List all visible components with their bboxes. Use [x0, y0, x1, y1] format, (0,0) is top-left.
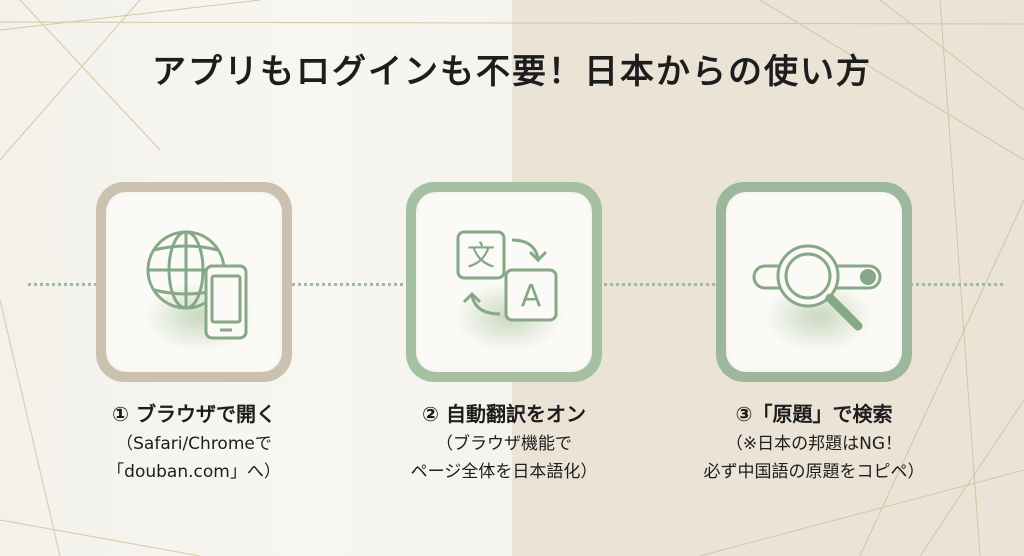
step1-card-inner [106, 192, 282, 372]
step2-text: ② 自動翻訳をオン （ブラウザ機能で ページ全体を日本語化） [344, 398, 664, 486]
step3-text: ③「原題」で検索 （※日本の邦題はNG！ 必ず中国語の原題をコピペ） [654, 398, 974, 486]
step2-line2: ページ全体を日本語化） [410, 462, 598, 482]
page-title: アプリもログインも不要！日本からの使い方 [152, 52, 872, 92]
magnifier-search-icon [752, 244, 882, 331]
step3-line2: 必ず中国語の原題をコピペ） [703, 462, 925, 482]
translate-icon: 文 A [456, 230, 558, 322]
step1-heading: ① ブラウザで開く [112, 402, 276, 426]
globe-phone-icon [146, 230, 248, 340]
step3-card-inner [726, 192, 902, 372]
step1-card [96, 182, 292, 382]
step2-line1: （ブラウザ機能で [436, 434, 572, 454]
step3-line1: （※日本の邦題はNG！ [725, 434, 903, 454]
step2-card-inner: 文 A [416, 192, 592, 372]
step1-line1: （Safari/Chromeで [116, 434, 272, 454]
step3-heading: ③「原題」で検索 [735, 402, 893, 426]
latin-glyph: A [521, 279, 542, 314]
step1-line2: 「douban.com」へ） [107, 462, 281, 482]
search-bar-icon [860, 269, 876, 285]
step2-card: 文 A [406, 182, 602, 382]
step1-text: ① ブラウザで開く （Safari/Chromeで 「douban.com」へ） [34, 398, 354, 486]
step3-card [716, 182, 912, 382]
kanji-glyph: 文 [467, 239, 495, 272]
step2-heading: ② 自動翻訳をオン [422, 402, 586, 426]
